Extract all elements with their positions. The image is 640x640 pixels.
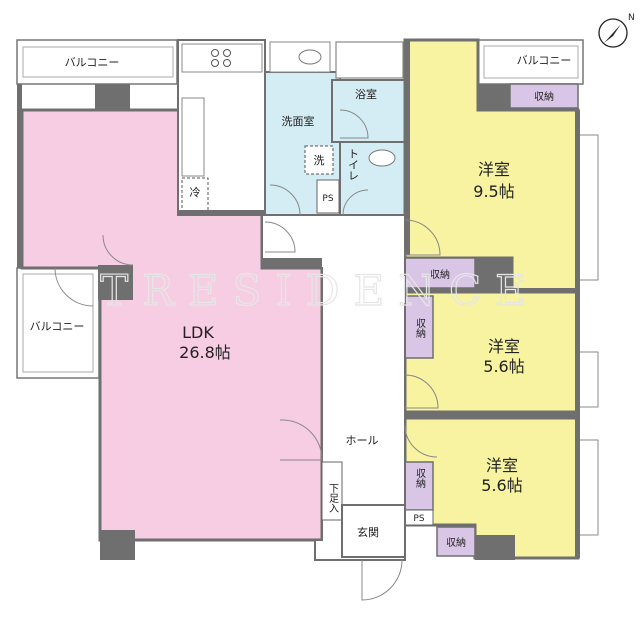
bathroom-area: [331, 79, 406, 143]
bedroom-1-name: 洋室: [478, 160, 510, 179]
balcony-top-right: [477, 39, 584, 85]
compass-icon: N: [598, 13, 635, 48]
toilet-label: トイレ: [347, 148, 360, 181]
pipe-space-2-label: PS: [413, 514, 424, 524]
storage-entrance-label: 収納: [446, 536, 466, 549]
kitchen-counter: [181, 43, 263, 73]
sink-icon: [298, 49, 322, 65]
svg-text:N: N: [628, 13, 635, 23]
fridge-icon: [181, 177, 209, 213]
watermark: TRESIDENCE: [100, 266, 540, 315]
bedroom-3-name: 洋室: [486, 456, 518, 475]
bay-window-1: [577, 134, 599, 281]
storage-bedroom-1-top-label: 収納: [534, 90, 554, 103]
storage-bedroom-2: [404, 295, 434, 359]
bathroom-label: 浴室: [355, 87, 377, 101]
fridge-label: 冷: [190, 186, 201, 199]
balcony-top-right-label: バルコニー: [517, 54, 572, 67]
stove-icon: [211, 49, 231, 67]
balcony-left: [16, 267, 100, 379]
washer-icon: [304, 145, 334, 175]
kitchen-island: [181, 97, 205, 177]
storage-bedroom-3: [404, 461, 434, 511]
shoe-box: [321, 461, 343, 521]
ldk-size: 26.8帖: [179, 343, 231, 362]
storage-bedroom-1-top: [509, 83, 579, 109]
hall-area: [261, 214, 406, 561]
bedroom-2-name: 洋室: [488, 337, 520, 356]
sink-counter: [269, 41, 331, 73]
pipe-space-1-box: [316, 179, 340, 214]
bedroom-1-size: 9.5帖: [473, 182, 514, 201]
bedroom-3-size: 5.6帖: [481, 476, 522, 495]
bay-window-3: [577, 439, 599, 536]
columns: [17, 40, 580, 560]
bathtub: [335, 41, 404, 79]
pipe-space-1-label: PS: [322, 194, 333, 204]
ldk-name: LDK: [182, 323, 214, 342]
hall-label: ホール: [346, 434, 379, 447]
balcony-top-left: [16, 39, 178, 85]
balcony-left-label: バルコニー: [30, 320, 85, 333]
storage-bedroom-1-bottom-label: 収納: [430, 268, 450, 281]
entrance-area: [341, 504, 406, 558]
door-swings: [54, 109, 441, 601]
washer-label: 洗: [314, 154, 325, 167]
shoe-box-label: 下足入: [327, 483, 339, 513]
storage-bedroom-3-label: 収納: [414, 468, 426, 489]
bedroom-2-size: 5.6帖: [483, 357, 524, 376]
toilet-icon: [368, 149, 396, 167]
bay-window-2: [577, 351, 599, 408]
storage-entrance: [436, 526, 476, 557]
entrance-label: 玄関: [357, 525, 379, 539]
washroom-label: 洗面室: [282, 114, 315, 128]
storage-bedroom-2-label: 収納: [414, 318, 426, 339]
balcony-top-left-label: バルコニー: [65, 56, 120, 69]
